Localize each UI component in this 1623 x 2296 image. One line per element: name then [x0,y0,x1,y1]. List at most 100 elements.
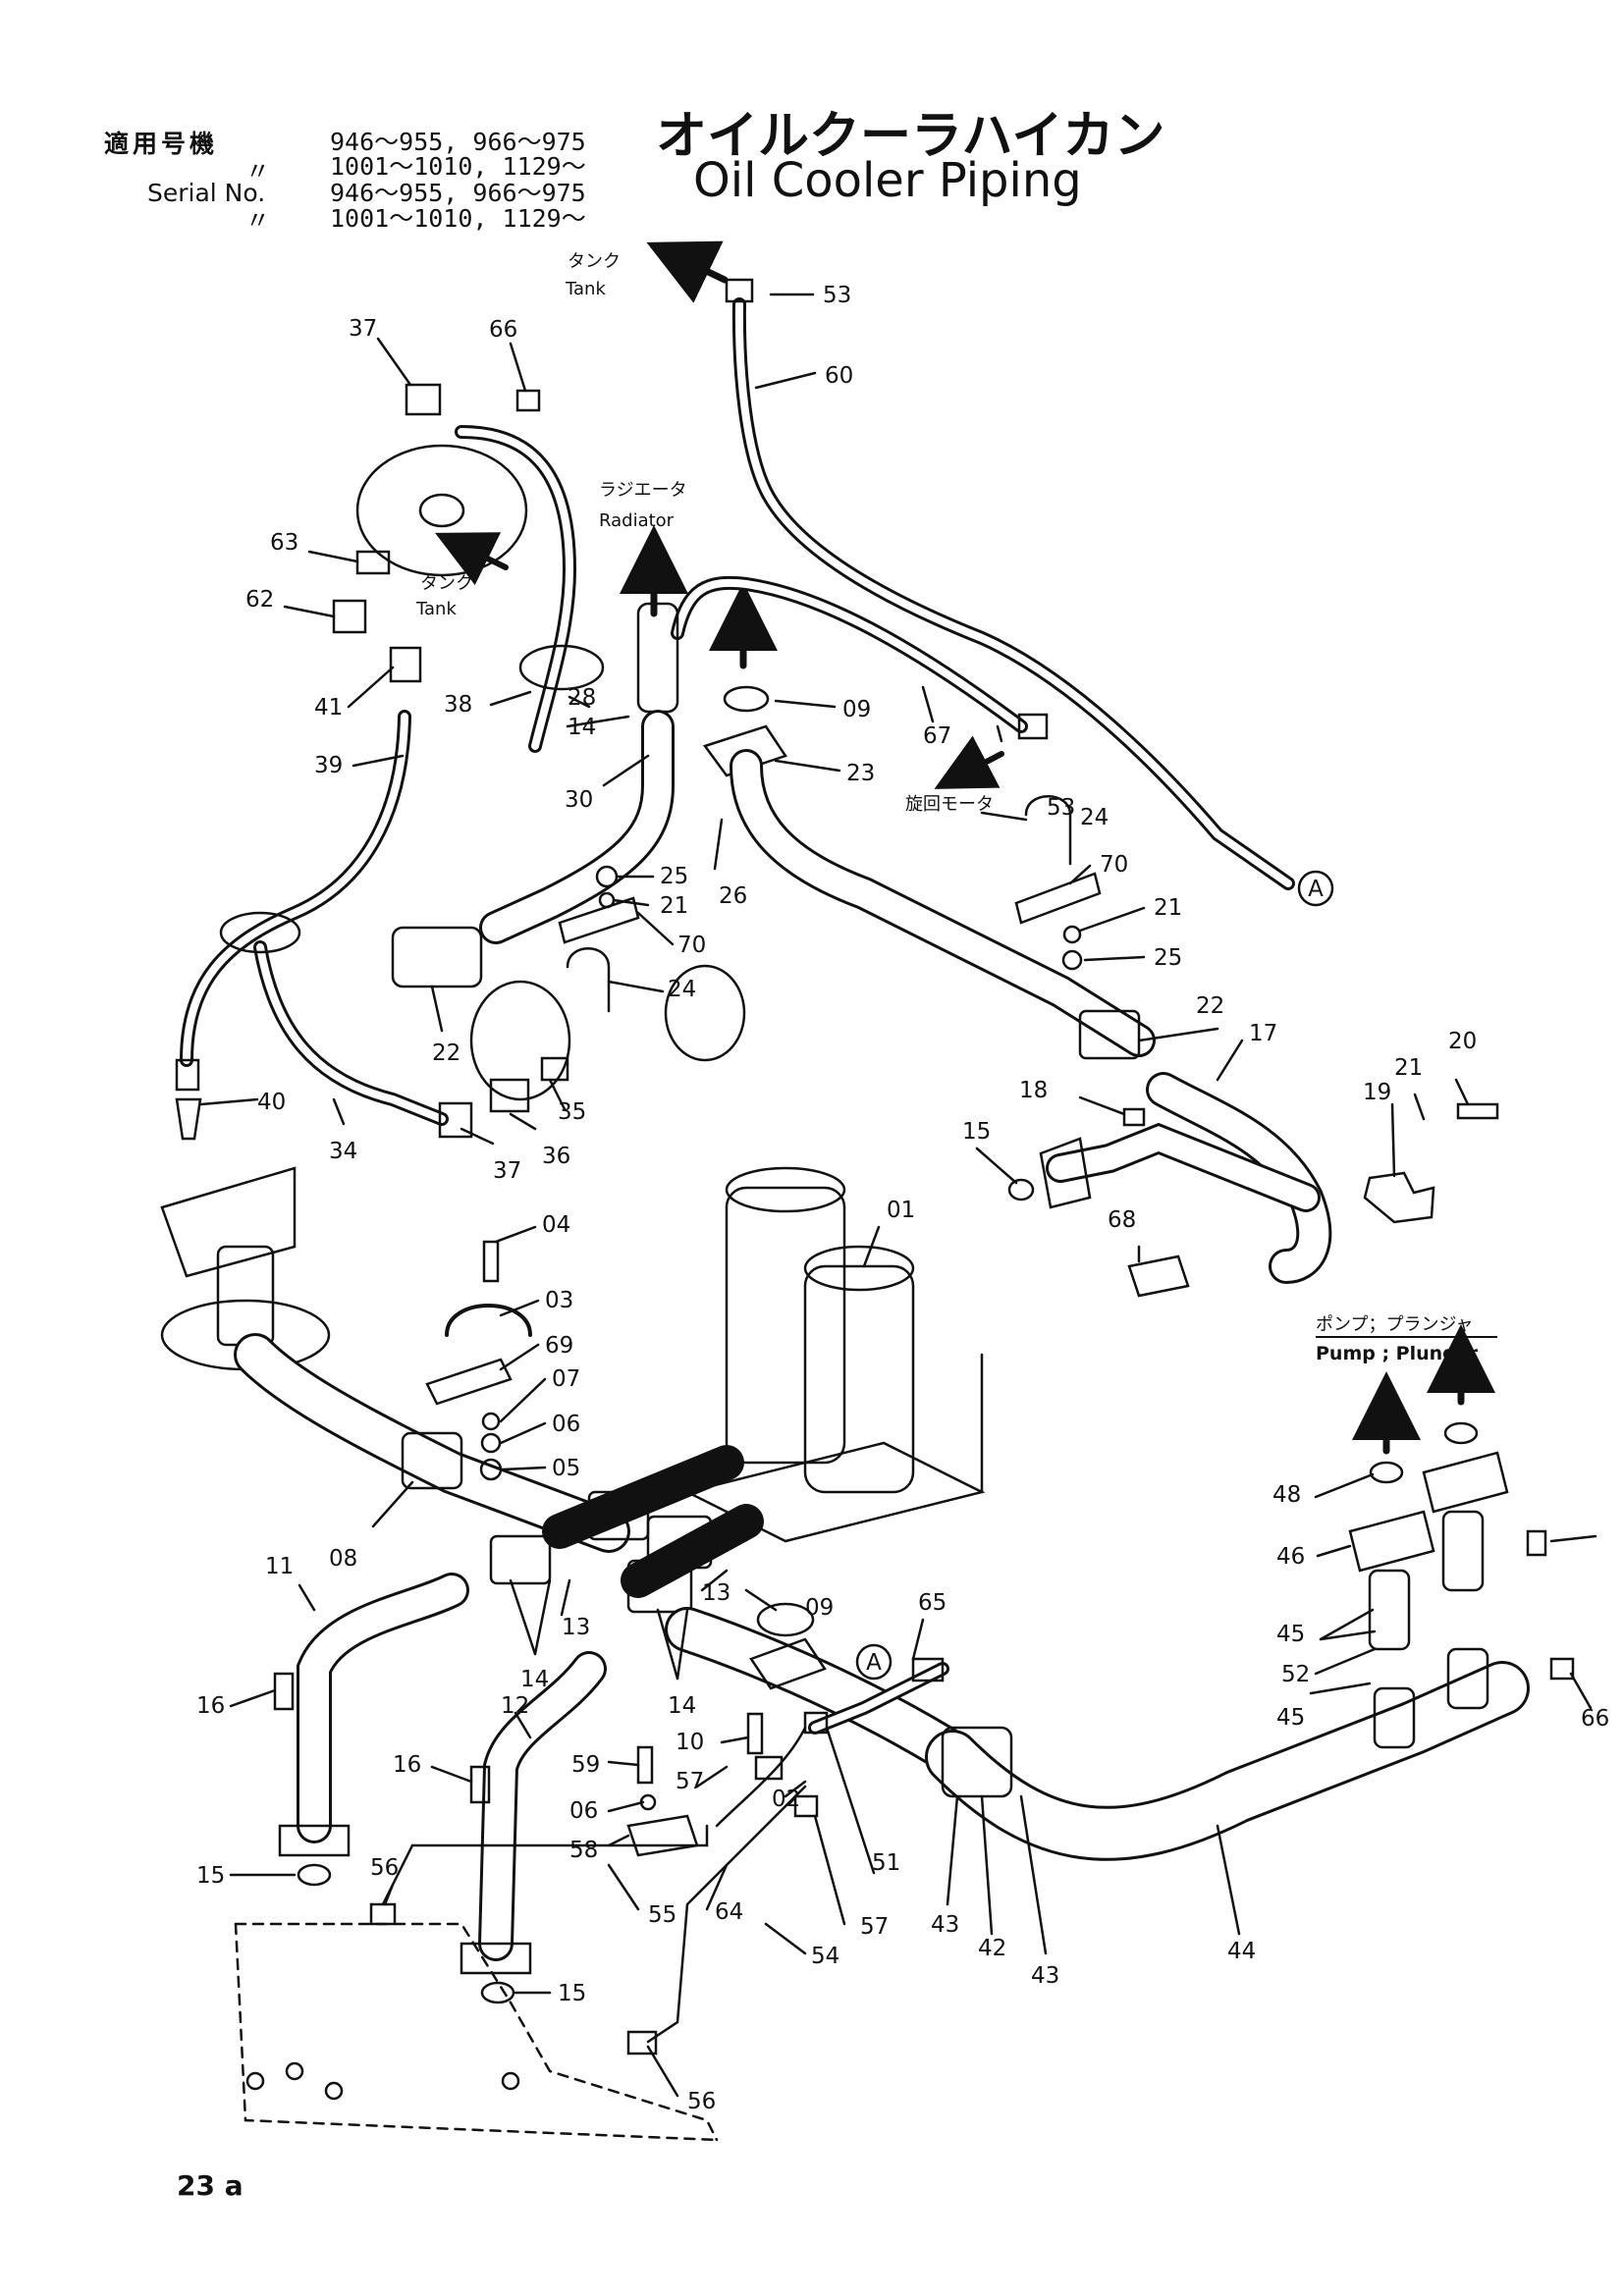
part-label-26: 26 [719,883,747,909]
part-label-70: 70 [1100,852,1128,878]
leader-37-top [376,337,412,387]
leader-23 [774,759,841,773]
leader-16-mid [430,1765,473,1784]
part-label-15-upper: 15 [962,1119,991,1145]
part-label-21-mid: 21 [660,893,688,919]
leader-39 [352,754,405,768]
part-label-03: 03 [545,1288,573,1313]
part-label-22-right: 22 [1196,993,1224,1019]
hose-13-lower [621,1504,764,1598]
fitting-56-bottom [626,2030,658,2056]
leader-46 [1316,1544,1352,1558]
ref-a-2: A [866,1650,882,1676]
leader-58 [607,1834,630,1847]
hose-67-inner [674,578,1025,730]
leader-47 [1549,1534,1597,1543]
bolt-20 [1456,1102,1499,1120]
part-label-66-right: 66 [1581,1706,1609,1732]
swing-motor-label: 旋回モータ [905,794,994,815]
leader-19 [1390,1102,1396,1178]
control-valve-outline [234,1922,719,2142]
leader-09-top [774,699,837,709]
page-number: 23 a [177,2169,243,2202]
leader-14-right-b [676,1608,689,1681]
leader-11 [298,1583,316,1612]
valve-port-1 [245,2071,265,2091]
radiator-label-jp: ラジエータ [599,480,687,501]
part-label-37-lower: 37 [493,1158,521,1184]
oil-cooler-tank-right-top [803,1245,915,1292]
leader-62 [283,605,336,618]
part-label-11: 11 [265,1554,294,1579]
leader-44 [1216,1824,1241,1936]
leader-14-right-a [656,1608,679,1681]
hose-22-right [1078,1009,1141,1060]
leader-43-left [946,1794,959,1906]
leader-21-mid [612,898,650,907]
title-japanese: オイルクーラハイカン [656,107,1165,166]
nut-05 [479,1458,503,1481]
tank-label-en-mid: Tank [415,599,457,619]
tube-64 [715,1726,807,1828]
oil-cooler-tank-left-top [725,1166,846,1213]
part-label-39: 39 [314,753,343,778]
leader-24-right [980,811,1028,822]
pipe-11-inner [299,1575,466,1841]
hose-34-inner [256,943,446,1123]
hose-45-upper-left [1368,1569,1411,1651]
part-label-51: 51 [872,1850,900,1876]
tank-mount-block [160,1166,297,1278]
part-label-28: 28 [568,685,596,711]
flange-46-right [1422,1451,1509,1514]
hose-60 [731,297,1295,890]
leader-53-elbow [996,724,1003,743]
leader-22-right [1137,1027,1219,1042]
part-label-56-left: 56 [370,1855,399,1881]
fitting-37-lower [438,1101,473,1139]
leader-18 [1078,1095,1126,1116]
leader-45-upper-a [1319,1608,1375,1641]
leader-24-mid [607,980,665,993]
plate-69 [425,1358,513,1406]
title-english: Oil Cooler Piping [693,153,1082,208]
part-label-53: 53 [823,283,851,308]
leader-45-lower [1309,1682,1372,1695]
part-label-68: 68 [1108,1207,1136,1233]
fitting-35 [540,1056,569,1082]
adapter-36 [489,1078,530,1113]
part-label-25-mid: 25 [660,864,688,889]
part-label-58: 58 [569,1838,598,1863]
part-label-16-left: 16 [196,1693,225,1719]
fitting-63 [355,550,391,575]
leader-07 [499,1377,547,1423]
leader-63 [307,550,359,563]
leader-16-left [229,1688,277,1708]
ref-a-circle-2 [855,1643,893,1681]
filter-head [355,444,528,577]
leader-66-right [1569,1672,1593,1710]
leader-20 [1454,1078,1470,1106]
fitting-51 [803,1711,829,1735]
hose-65-inner [811,1665,947,1732]
ref-a-circle-1 [1297,870,1334,907]
clamp-38-upper [518,644,605,691]
part-label-18: 18 [1019,1078,1048,1103]
part-label-24-mid: 24 [668,977,696,1002]
hose-45-right [1446,1647,1489,1710]
leader-12 [514,1711,532,1739]
o-ring-48-right [1443,1421,1479,1445]
leader-06-lower [607,1800,645,1813]
part-label-13-right: 13 [702,1580,730,1606]
fitting-40 [175,1097,202,1141]
leader-36 [509,1112,537,1131]
part-label-36: 36 [542,1144,570,1169]
o-ring-09-lower [756,1602,815,1637]
flange-12 [460,1942,532,1975]
part-label-48: 48 [1272,1482,1301,1508]
leader-01 [862,1225,881,1268]
part-label-25: 25 [1154,945,1182,971]
pipe-12-inner [481,1654,604,1958]
tank-label-jp-top: タンク [568,251,621,272]
serial-range-line1: 946～955, 966～975 [330,128,586,156]
